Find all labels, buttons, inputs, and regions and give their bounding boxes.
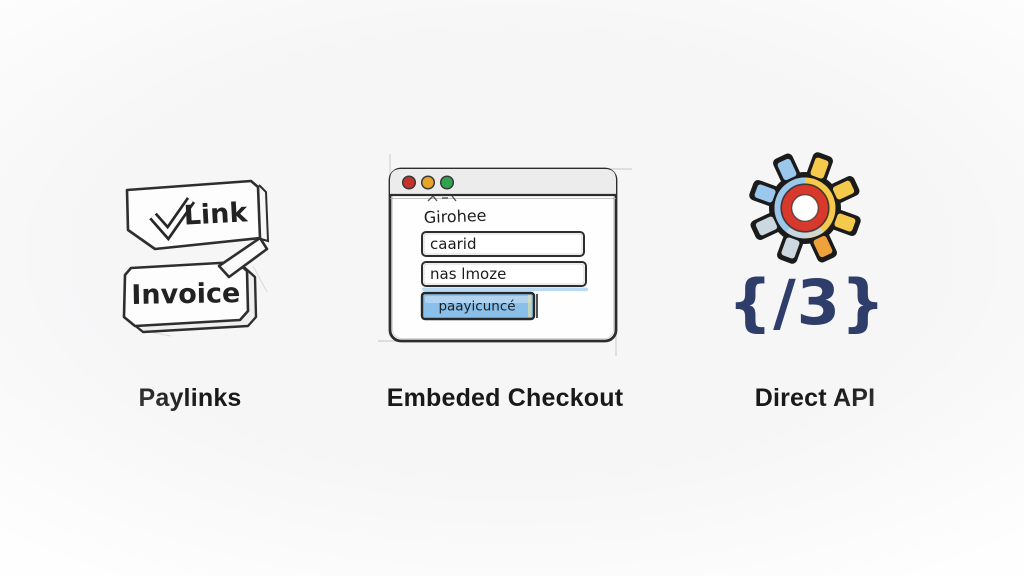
input-field-name[interactable]: nas lmoze bbox=[421, 261, 587, 287]
input-field-card-value: caarid bbox=[430, 235, 477, 253]
code-brackets-icon: {/3} bbox=[728, 266, 885, 339]
caption-direct-api: Direct API bbox=[754, 384, 876, 412]
traffic-light-minimize[interactable] bbox=[420, 175, 436, 190]
gear-icon bbox=[749, 152, 861, 264]
link-card[interactable]: Link bbox=[125, 179, 262, 251]
checkout-browser-window: Girohee caarid nas lmoze paayicuncé bbox=[378, 154, 632, 356]
caption-embedded-checkout: Embeded Checkout bbox=[386, 384, 624, 412]
form-label: Girohee bbox=[423, 206, 486, 227]
invoice-card-label: Invoice bbox=[131, 278, 241, 311]
pay-button-label: paayicuncé bbox=[438, 299, 515, 315]
code-brackets-text: {/3} bbox=[728, 266, 886, 339]
input-field-card[interactable]: caarid bbox=[421, 231, 585, 257]
blue-underline bbox=[422, 287, 588, 292]
paylinks-illustration: Invoice Link bbox=[122, 179, 270, 337]
link-card-label: Link bbox=[183, 197, 249, 231]
input-field-name-value: nas lmoze bbox=[430, 265, 506, 283]
pay-button[interactable]: paayicuncé bbox=[420, 291, 538, 321]
caption-paylinks: Paylinks bbox=[138, 384, 242, 412]
traffic-light-close[interactable] bbox=[401, 175, 417, 190]
traffic-light-zoom[interactable] bbox=[439, 175, 455, 190]
